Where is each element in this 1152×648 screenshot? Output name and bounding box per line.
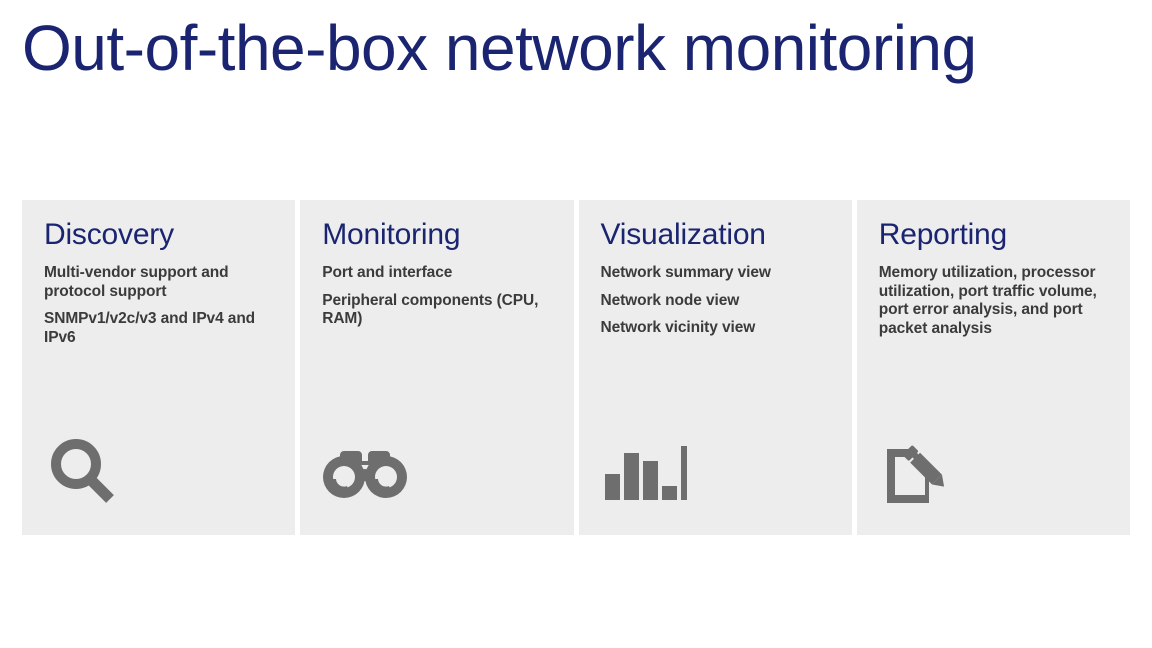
card-title-reporting: Reporting bbox=[878, 218, 1008, 251]
binoculars-icon bbox=[322, 435, 408, 513]
card-title-visualization: Visualization bbox=[600, 218, 766, 251]
page-title: Out-of-the-box network monitoring bbox=[22, 12, 977, 84]
feature-card-reporting: Reporting Memory utilization, processor … bbox=[856, 200, 1130, 535]
feature-card-row: Discovery Multi-vendor support and proto… bbox=[22, 200, 1130, 535]
feature-card-discovery: Discovery Multi-vendor support and proto… bbox=[22, 200, 296, 535]
list-item: Multi-vendor support and protocol suppor… bbox=[44, 263, 229, 300]
bar-chart-icon bbox=[601, 435, 687, 513]
list-item: Memory utilization, processor utilizatio… bbox=[878, 263, 1097, 338]
card-title-discovery: Discovery bbox=[44, 218, 174, 251]
list-item: Network node view bbox=[600, 291, 740, 309]
card-bullet-list-discovery: Multi-vendor support and protocol suppor… bbox=[44, 264, 273, 349]
list-item: Network summary view bbox=[600, 263, 771, 281]
feature-card-visualization: Visualization Network summary view Netwo… bbox=[578, 200, 852, 535]
card-title-monitoring: Monitoring bbox=[322, 218, 461, 251]
card-bullet-list-monitoring: Port and interface Peripheral components… bbox=[322, 264, 551, 330]
magnifier-icon bbox=[44, 435, 130, 513]
list-item: SNMPv1/v2c/v3 and IPv4 and IPv6 bbox=[44, 310, 256, 347]
feature-card-monitoring: Monitoring Port and interface Peripheral… bbox=[300, 200, 574, 535]
card-bullet-list-visualization: Network summary view Network node view N… bbox=[601, 264, 830, 339]
list-item: Network vicinity view bbox=[600, 319, 756, 337]
list-item: Peripheral components (CPU, RAM) bbox=[322, 291, 539, 328]
card-bullet-list-reporting: Memory utilization, processor utilizatio… bbox=[879, 264, 1108, 340]
document-edit-icon bbox=[879, 435, 965, 513]
list-item: Port and interface bbox=[322, 263, 453, 281]
